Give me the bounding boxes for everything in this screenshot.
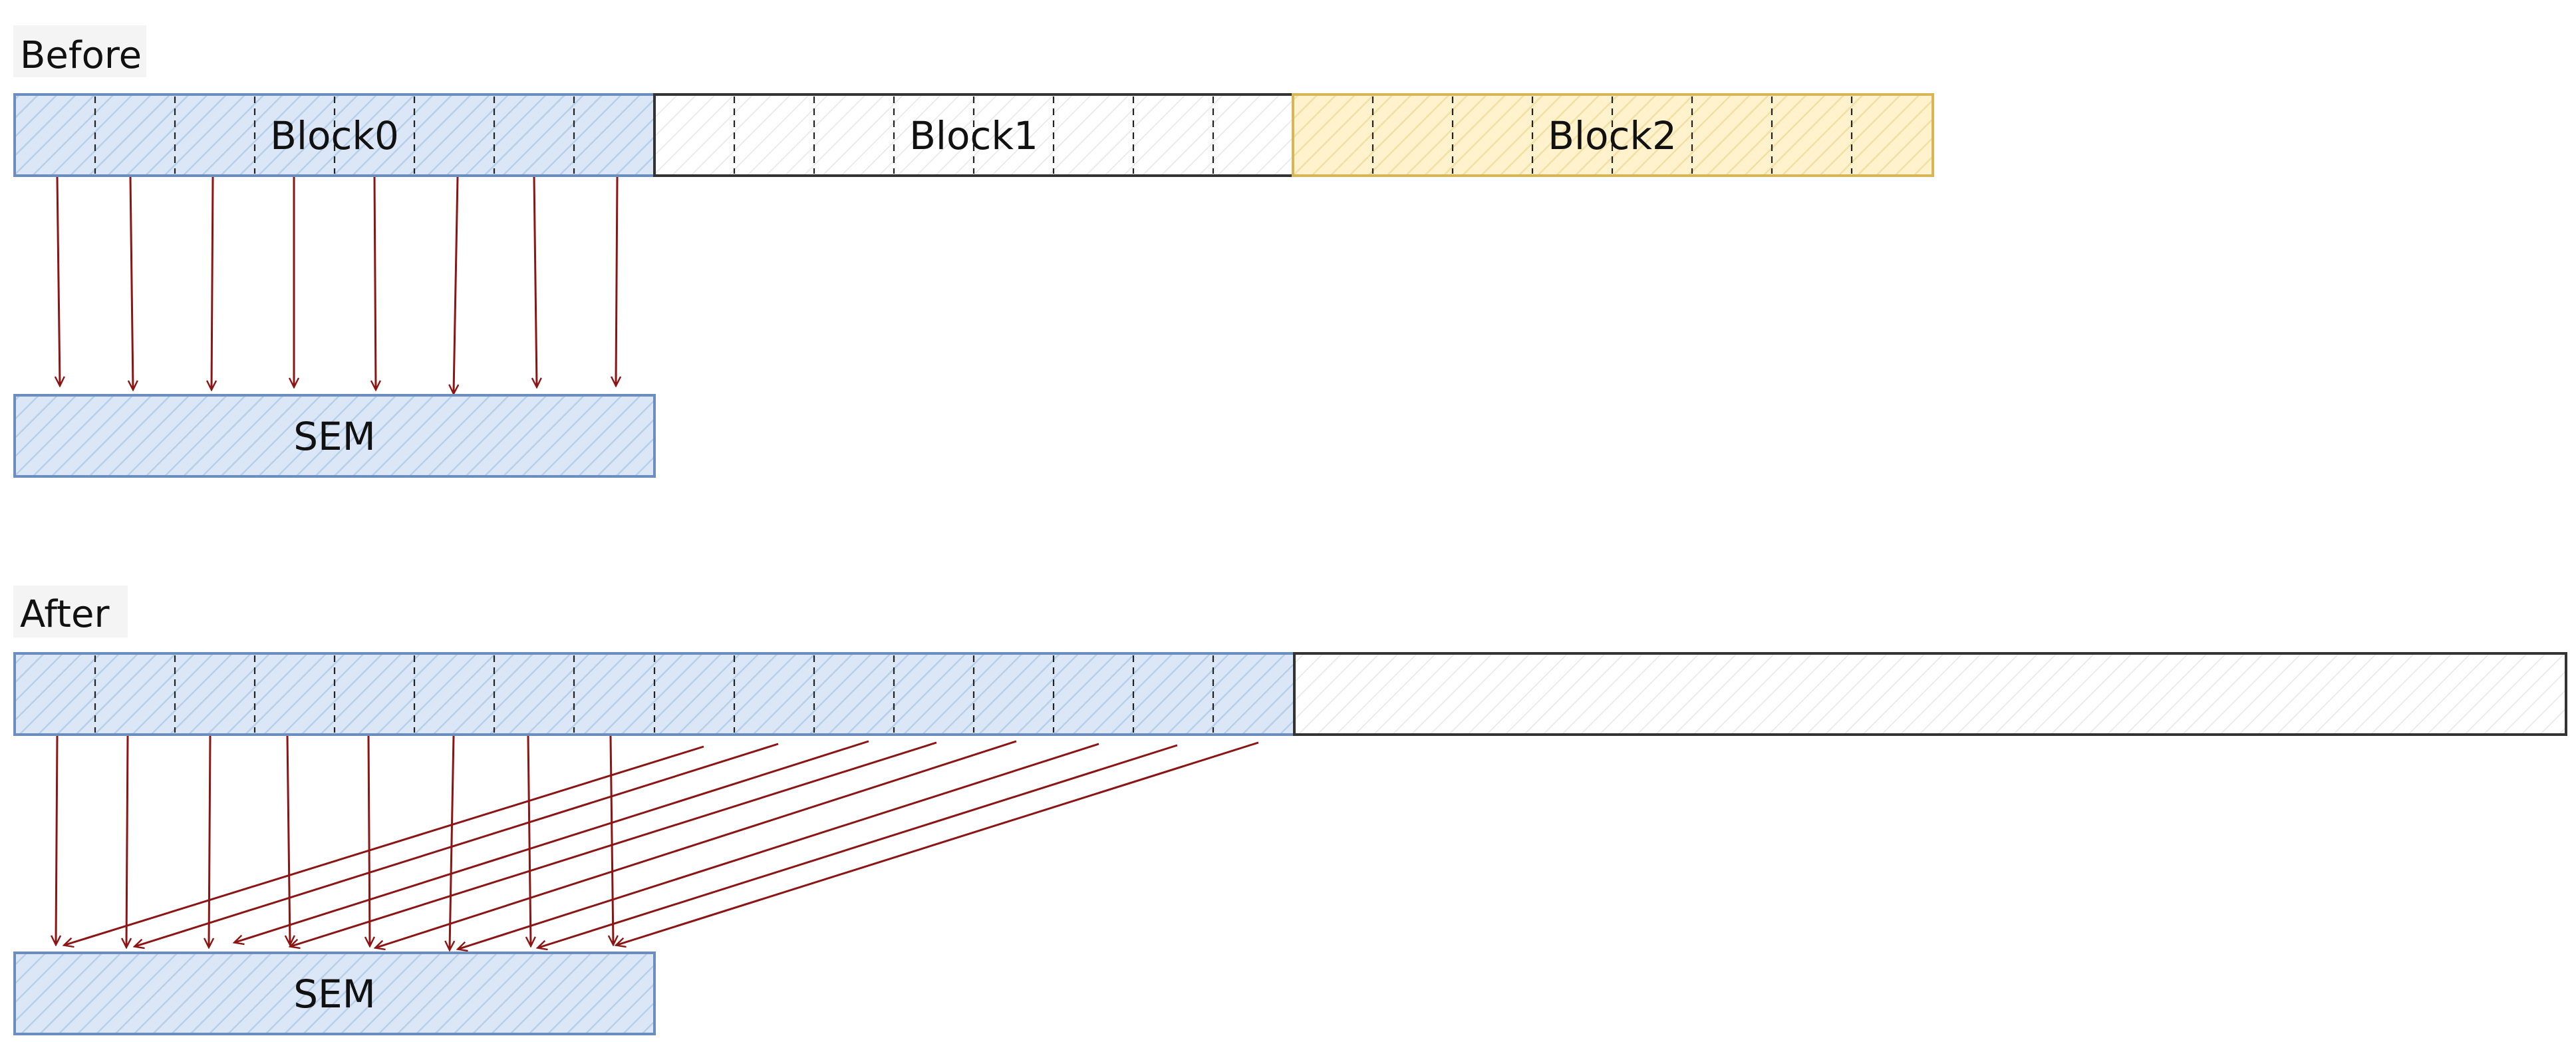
after-merged-block: [13, 652, 1296, 736]
after-section: After: [13, 586, 2567, 1035]
after-diagonal-arrow: [617, 741, 1259, 945]
before-arrow: [454, 176, 458, 393]
after-diagonal-arrow: [291, 741, 937, 946]
after-diagonal-arrow: [376, 740, 1017, 948]
before-arrow: [212, 176, 213, 389]
after-diagonal-arrow: [459, 743, 1099, 949]
after-section-label: After: [20, 593, 110, 636]
before-arrow: [374, 176, 376, 389]
after-straight-arrow: [528, 735, 531, 945]
after-sem-box: SEM: [13, 952, 656, 1035]
before-arrow: [130, 176, 133, 389]
after-label-background: [13, 586, 128, 637]
block1: Block1: [653, 93, 1294, 177]
after-diagonal-arrow: [65, 745, 704, 945]
after-sem-label: SEM: [293, 971, 376, 1017]
after-straight-arrow: [287, 735, 290, 944]
after-diagonal-arrow: [136, 743, 779, 946]
after-remaining-block: [1293, 652, 2567, 736]
block2: Block2: [1292, 93, 1934, 177]
after-straight-arrow: [126, 735, 128, 946]
before-sem-label: SEM: [293, 414, 376, 459]
block2-label: Block2: [1548, 113, 1677, 158]
before-section: Before Block0 Block1: [13, 25, 1934, 478]
after-straight-arrows: [56, 735, 613, 949]
after-straight-arrow: [56, 735, 57, 944]
before-arrow: [534, 176, 537, 386]
before-arrow: [616, 176, 617, 385]
after-straight-arrow: [209, 735, 210, 946]
after-straight-arrow: [368, 735, 370, 945]
after-diagonal-arrows: [65, 740, 1259, 949]
block0-label: Block0: [270, 113, 399, 158]
after-diagonal-arrow: [235, 740, 869, 942]
after-straight-arrow: [450, 735, 454, 949]
before-arrow: [57, 176, 60, 385]
before-arrows: [57, 176, 617, 393]
before-label-background: [13, 25, 146, 77]
before-sem-box: SEM: [13, 394, 656, 478]
block1-label: Block1: [909, 113, 1038, 158]
before-section-label: Before: [20, 34, 142, 77]
after-diagonal-arrow: [539, 744, 1178, 948]
block0: Block0: [13, 93, 656, 177]
after-straight-arrow: [611, 735, 613, 944]
